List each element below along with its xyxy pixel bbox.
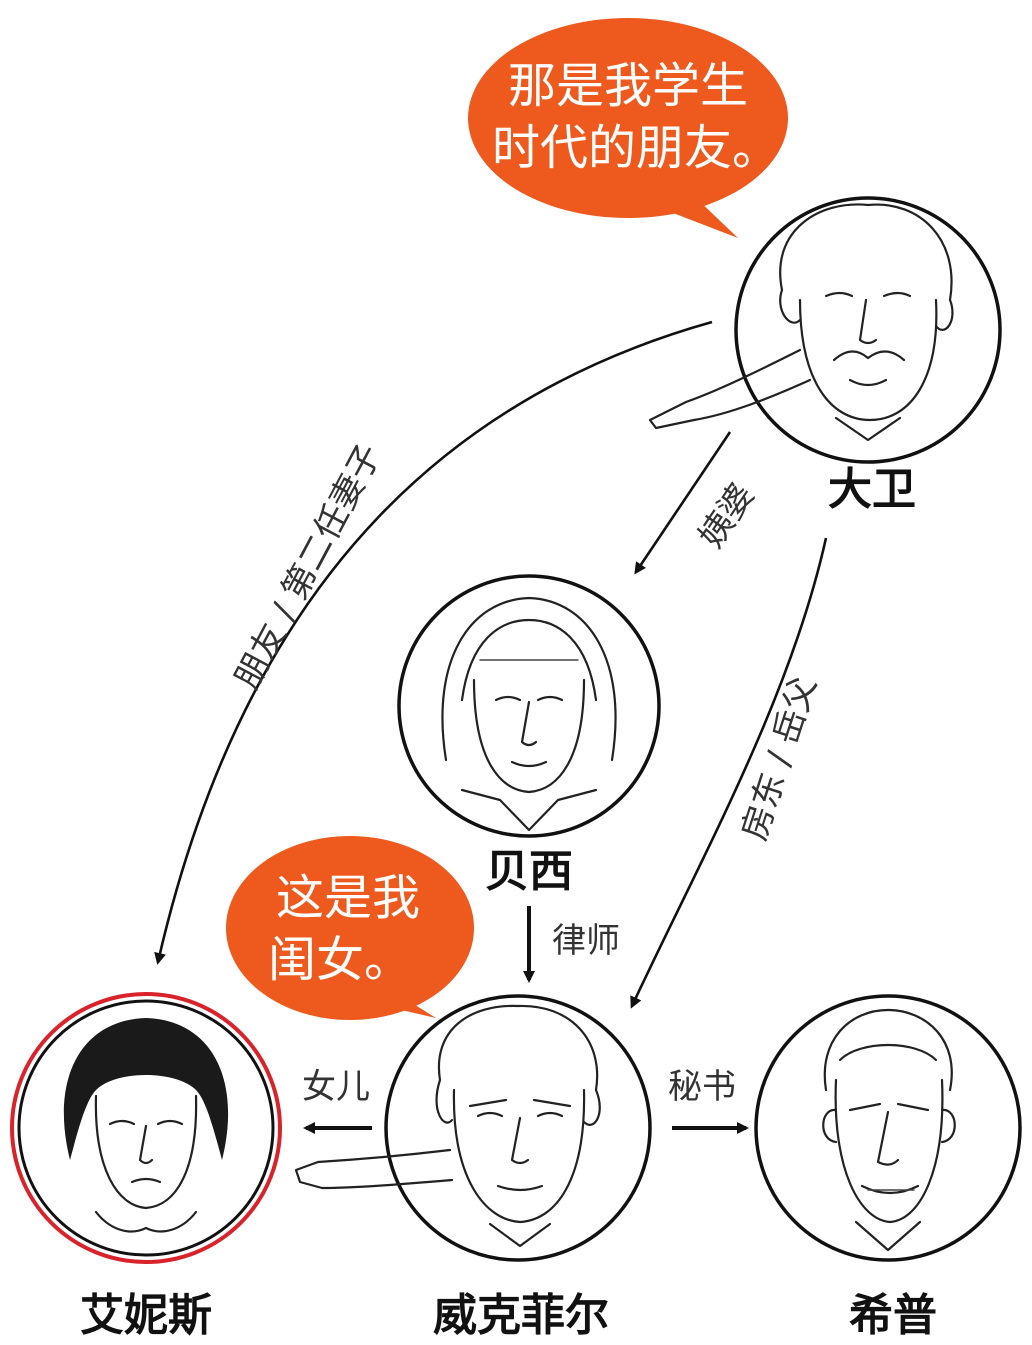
speech-bubble-david: 那是我学生 时代的朋友。 — [468, 18, 788, 238]
portrait-heep-icon — [754, 994, 1022, 1262]
relation-label-david-agnes: 朋友 / 第二任妻子 — [227, 438, 390, 696]
relation-label-david-betsey: 姨婆 — [691, 476, 762, 555]
name-label-agnes: 艾妮斯 — [80, 1290, 212, 1341]
name-label-wickfield: 威克菲尔 — [433, 1290, 609, 1341]
speech-bubble-wickfield-line2: 闺女。 — [268, 932, 412, 988]
name-label-david: 大卫 — [828, 464, 916, 515]
relation-label-wickfield-agnes: 女儿 — [302, 1067, 370, 1107]
speech-bubble-david-line1: 那是我学生 — [508, 58, 748, 114]
relation-label-david-wickfield: 房东 / 岳父 — [734, 672, 824, 845]
arrow-david-to-agnes — [154, 320, 713, 965]
portrait-agnes-icon — [10, 992, 282, 1264]
arrow-david-to-betsey — [634, 431, 732, 575]
name-label-heep: 希普 — [849, 1290, 937, 1341]
speech-bubble-wickfield: 这是我 闺女。 — [226, 836, 474, 1020]
portrait-betsey-icon — [397, 574, 661, 838]
name-label-betsey: 贝西 — [485, 846, 573, 897]
speech-bubble-david-line2: 时代的朋友。 — [492, 120, 780, 176]
portrait-wickfield-icon — [294, 994, 652, 1262]
speech-bubble-wickfield-line1: 这是我 — [276, 870, 420, 926]
arrow-david-to-wickfield — [630, 537, 828, 1009]
relation-label-wickfield-heep: 秘书 — [668, 1067, 736, 1107]
portrait-david-icon — [648, 196, 1002, 464]
relation-label-betsey-wickfield: 律师 — [552, 921, 620, 961]
